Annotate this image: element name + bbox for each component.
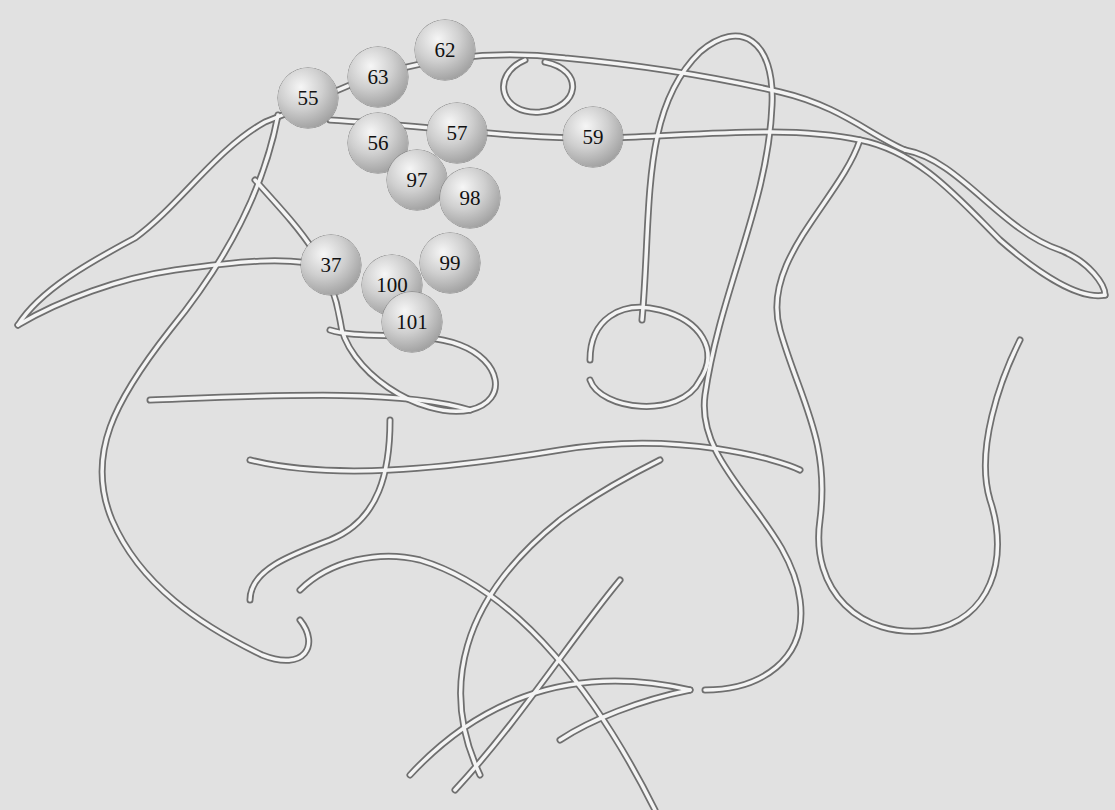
residue-sphere: 57 bbox=[427, 103, 487, 163]
residue-number: 63 bbox=[368, 67, 389, 88]
residue-number: 98 bbox=[460, 188, 481, 209]
residue-sphere: 55 bbox=[278, 68, 338, 128]
residue-sphere: 37 bbox=[301, 235, 361, 295]
residue-number: 37 bbox=[321, 255, 342, 276]
residue-number: 59 bbox=[583, 127, 604, 148]
residue-number: 55 bbox=[298, 88, 319, 109]
residue-number: 62 bbox=[435, 40, 456, 61]
residue-sphere: 101 bbox=[382, 292, 442, 352]
residue-number: 56 bbox=[368, 133, 389, 154]
residue-number: 97 bbox=[407, 170, 428, 191]
ribbon-core bbox=[18, 36, 1105, 810]
residue-sphere: 99 bbox=[420, 233, 480, 293]
residue-sphere: 97 bbox=[387, 150, 447, 210]
residue-number: 101 bbox=[396, 312, 428, 333]
residue-sphere: 59 bbox=[563, 107, 623, 167]
residue-number: 57 bbox=[447, 123, 468, 144]
residue-sphere: 62 bbox=[415, 20, 475, 80]
residue-number: 99 bbox=[440, 253, 461, 274]
residue-sphere: 63 bbox=[348, 47, 408, 107]
ribbon-outline bbox=[18, 36, 1105, 810]
residue-sphere: 98 bbox=[440, 168, 500, 228]
